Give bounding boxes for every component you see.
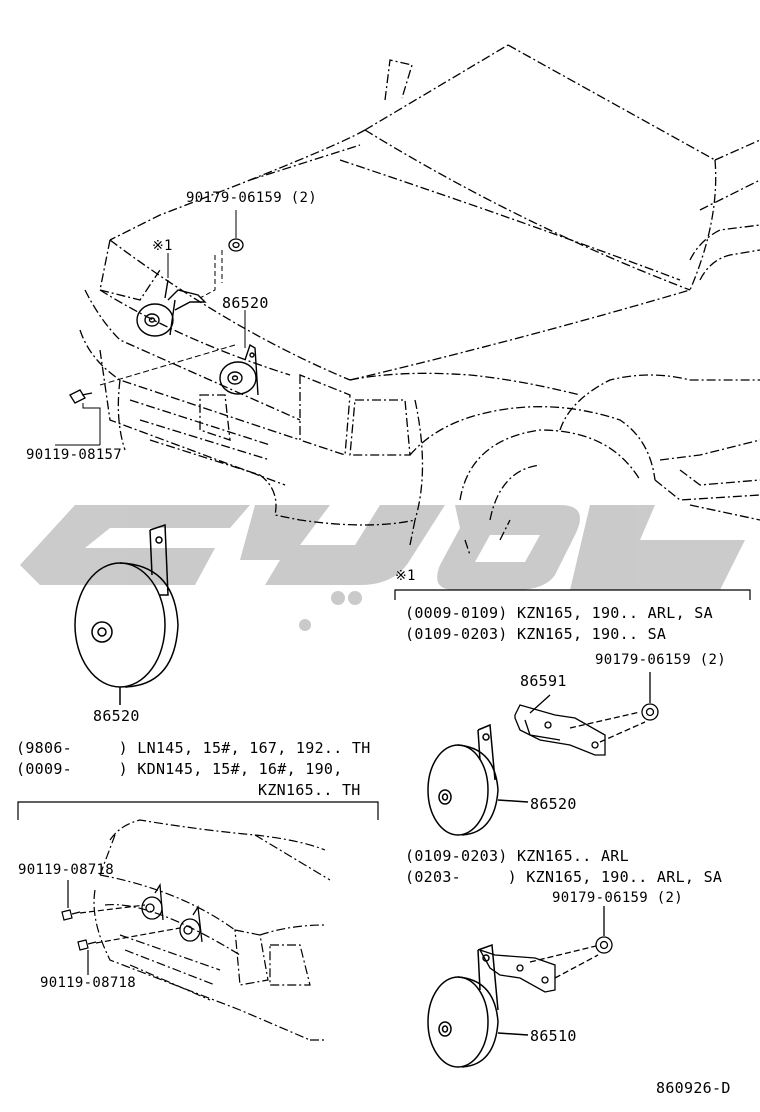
part-label-bolt-b2: 90119-08718 <box>40 975 137 991</box>
nut-right-2 <box>529 906 613 979</box>
horn-big-left <box>74 523 179 705</box>
part-label-nut-r1: 90179-06159 (2) <box>595 652 726 668</box>
nut-top <box>228 238 244 252</box>
horn-right-1 <box>427 723 529 836</box>
left-note-line2: (0009- ) KDN145, 15#, 16#, 190, <box>16 760 343 778</box>
horn-top-center <box>219 343 259 396</box>
part-label-horn-r1: 86520 <box>530 795 577 813</box>
watermark-logo <box>20 505 745 631</box>
note-ref-right: ※1 <box>395 568 416 584</box>
part-label-bolt-left: 90119-08157 <box>26 447 123 463</box>
vehicle-outline <box>79 44 760 556</box>
part-label-bracket-86591: 86591 <box>520 672 567 690</box>
note-ref-top: ※1 <box>152 238 173 254</box>
note1-line1: (0009-0109) KZN165, 190.. ARL, SA <box>405 604 713 622</box>
bolts-inset <box>61 880 181 975</box>
diagram-code: 860926-D <box>656 1079 731 1097</box>
horn-right-2 <box>427 943 529 1068</box>
note1-line2: (0109-0203) KZN165, 190.. SA <box>405 625 667 643</box>
bracket-86510 <box>478 948 556 993</box>
vehicle-inset-bottom <box>93 819 331 1041</box>
part-label-horn-r2: 86510 <box>530 1027 577 1045</box>
bolt-top-left <box>69 389 93 404</box>
part-label-nut-top: 90179-06159 (2) <box>186 190 317 206</box>
horns-inset <box>141 883 203 943</box>
part-label-bolt-b1: 90119-08718 <box>18 862 115 878</box>
bracket-86591 <box>514 694 606 756</box>
note2-line2: (0203- ) KZN165, 190.. ARL, SA <box>405 868 723 886</box>
note-box-right <box>17 589 751 820</box>
left-note-line1: (9806- ) LN145, 15#, 167, 192.. TH <box>16 739 371 757</box>
nut-right-1 <box>569 672 659 743</box>
leader-lines-top <box>55 210 246 446</box>
note2-line1: (0109-0203) KZN165.. ARL <box>405 847 629 865</box>
part-label-nut-r2: 90179-06159 (2) <box>552 890 683 906</box>
part-label-horn-big: 86520 <box>93 707 140 725</box>
horn-top-left <box>136 279 207 337</box>
part-label-horn-top: 86520 <box>222 294 269 312</box>
left-note-line3: KZN165.. TH <box>258 781 361 799</box>
